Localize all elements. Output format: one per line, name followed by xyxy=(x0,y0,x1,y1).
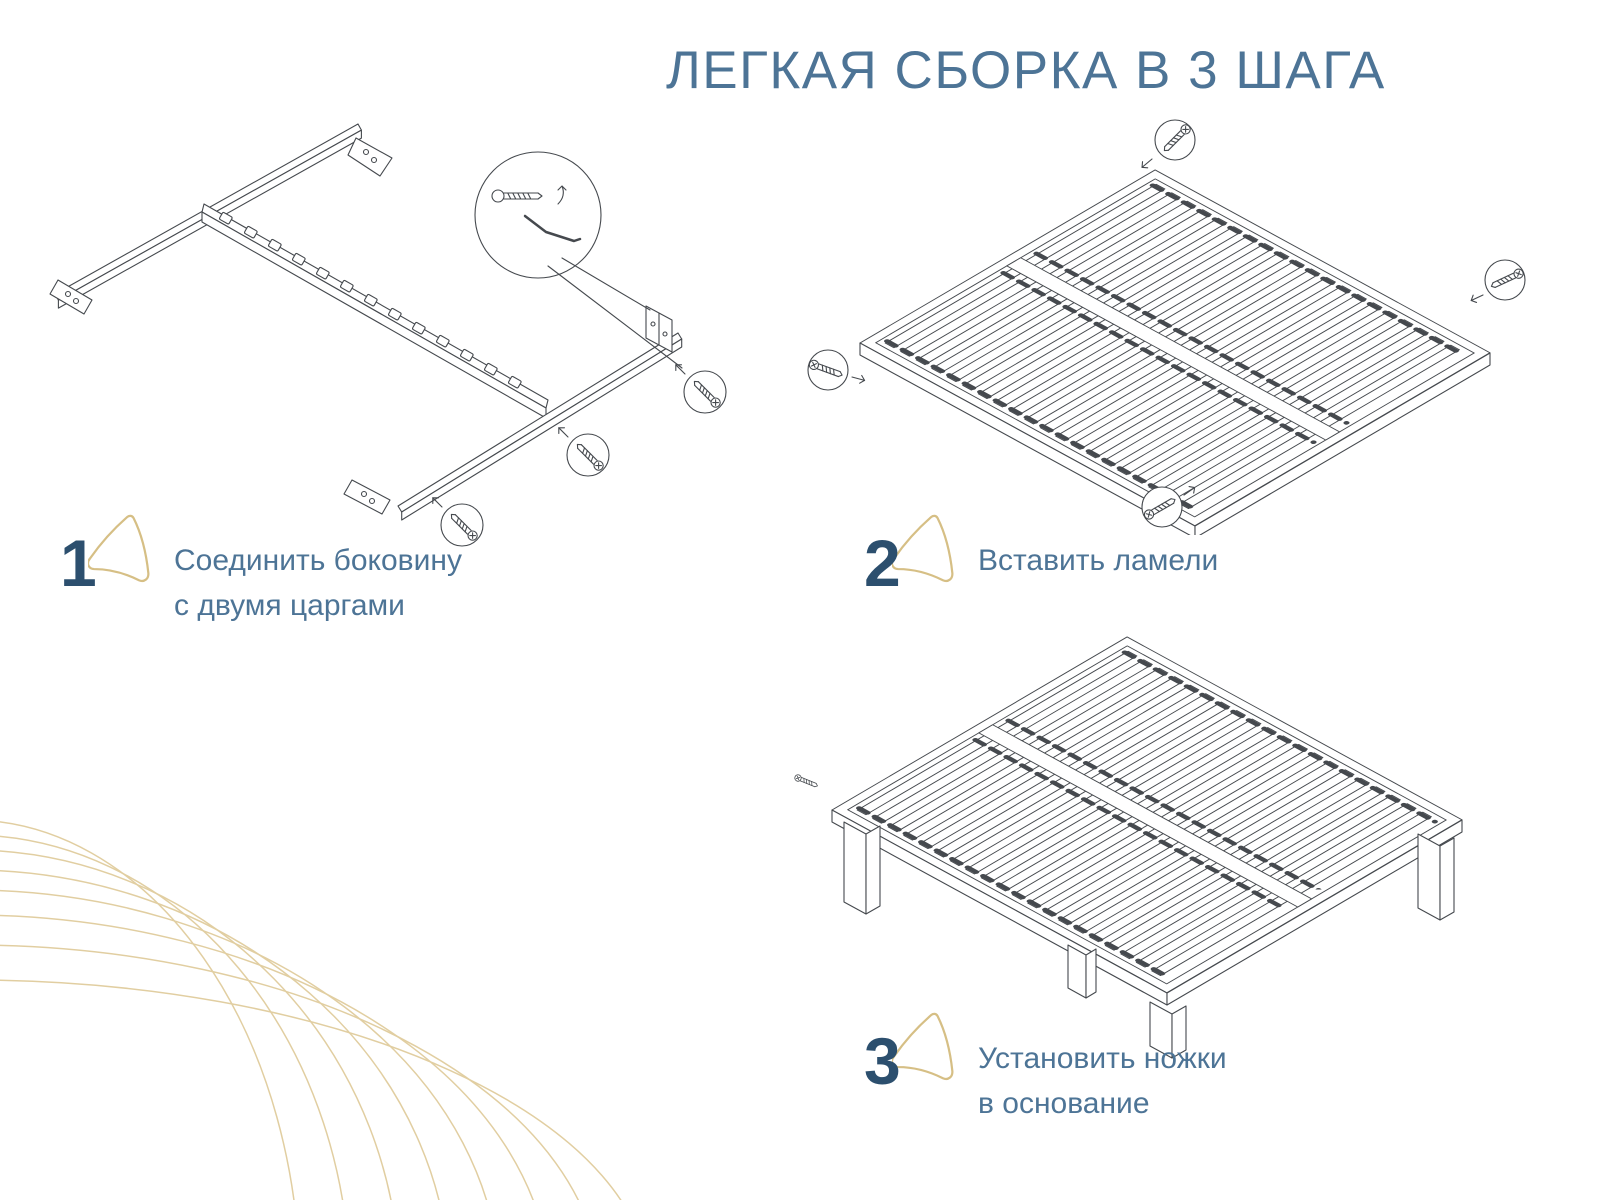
callout-leader-line xyxy=(561,257,651,311)
page-title: ЛЕГКАЯ СБОРКА В 3 ШАГА xyxy=(666,41,1386,100)
corner-bracket xyxy=(343,479,391,515)
screw-callout-icon xyxy=(429,494,484,547)
step2-number-badge: 2 xyxy=(864,514,954,612)
step2-illustration-slatted-base xyxy=(807,119,1526,535)
callout-leader-line xyxy=(547,265,683,369)
screw-callout-icon xyxy=(807,349,867,391)
screw-callout-icon xyxy=(1141,483,1198,528)
step1-number-badge: 1 xyxy=(60,514,150,612)
step2-number: 2 xyxy=(864,526,901,600)
step3-caption: 3 Установить ножки в основание xyxy=(864,1012,1227,1126)
gold-accent-icon xyxy=(892,514,954,583)
step3-number: 3 xyxy=(864,1024,901,1098)
step3-label: Установить ножки в основание xyxy=(978,1042,1227,1120)
step3-illustration-base-with-legs xyxy=(793,600,1515,1059)
screw-callout-icon xyxy=(1468,259,1526,305)
screw-callout-icon xyxy=(555,424,610,477)
bed-leg xyxy=(843,821,881,915)
step1-label: Соединить боковину с двумя царгами xyxy=(174,544,462,622)
bed-leg xyxy=(1067,944,1097,999)
side-rail-bottom xyxy=(343,305,683,521)
slat-holder-rail xyxy=(201,203,549,419)
screw-icon xyxy=(793,773,820,790)
bed-leg xyxy=(1417,833,1455,921)
screw-callout-icon xyxy=(672,361,727,414)
step3-number-badge: 3 xyxy=(864,1012,954,1110)
gold-accent-icon xyxy=(88,514,150,583)
bed-leg xyxy=(1149,1001,1187,1059)
corner-bracket xyxy=(49,279,93,315)
slatted-base xyxy=(832,637,1462,1006)
step2-caption: 2 Вставить ламели xyxy=(864,514,1219,612)
step2-label: Вставить ламели xyxy=(978,544,1219,577)
decorative-gold-arcs xyxy=(0,821,622,1200)
step1-number: 1 xyxy=(60,526,97,600)
step1-illustration-exploded-frame xyxy=(49,123,727,547)
bolt-and-hexkey-callout-icon xyxy=(474,151,602,279)
corner-bracket xyxy=(347,137,393,177)
screw-callout-icon xyxy=(1138,119,1196,171)
gold-accent-icon xyxy=(892,1012,954,1081)
hex-key-icon xyxy=(523,214,582,243)
rotate-arrow-icon xyxy=(557,185,567,205)
slatted-base xyxy=(860,170,1490,535)
step1-caption: 1 Соединить боковину с двумя царгами xyxy=(60,514,462,628)
